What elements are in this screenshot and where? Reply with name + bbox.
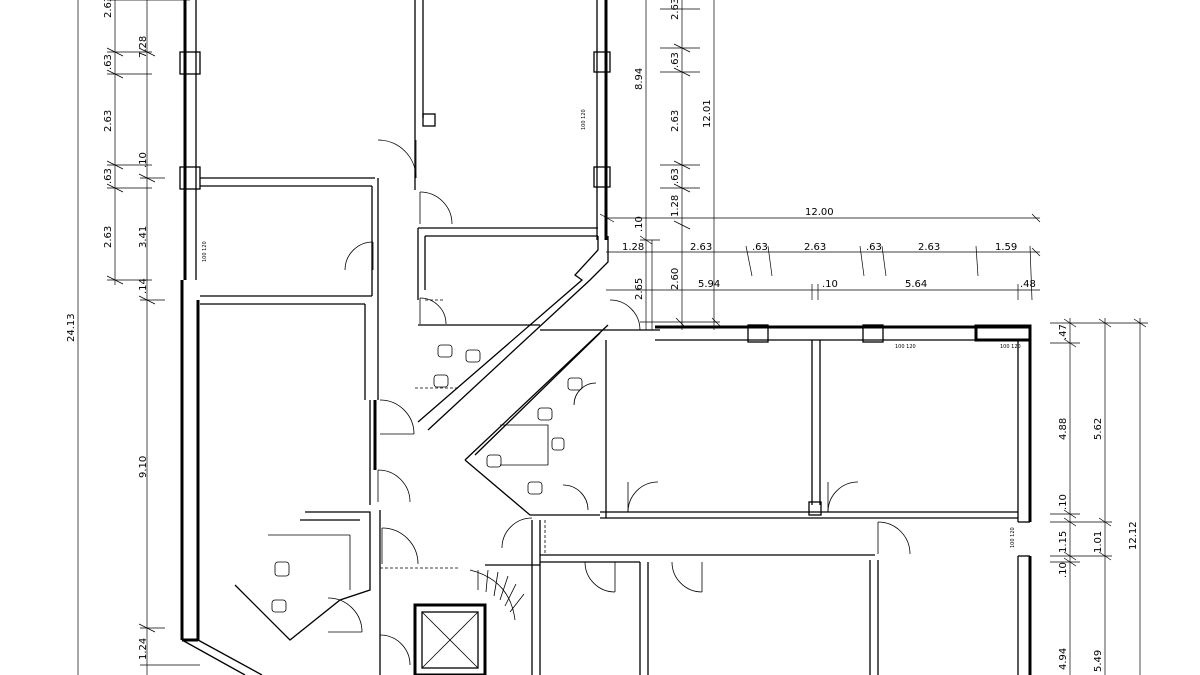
dim-label: 1.15 [1058, 531, 1069, 553]
dim-label: .10 [1058, 562, 1069, 578]
dim-label: .63 [670, 52, 681, 68]
middle-window-wall [593, 0, 611, 240]
dim-label: .10 [138, 152, 149, 168]
right-outer-wall [655, 324, 1032, 675]
window-tags: 100 120 100 120 100 120 100 120 100 120 [202, 109, 1021, 548]
dim-label: 8.94 [634, 68, 645, 90]
dim-label: 5.49 [1093, 650, 1104, 672]
window-tag: 100 120 [1000, 344, 1021, 350]
window-column [179, 51, 201, 75]
dim-label: 1.59 [995, 242, 1017, 253]
dim-label: 1.28 [622, 242, 644, 253]
dim-label: .63 [752, 242, 768, 253]
window-tag: 100 120 [895, 344, 916, 350]
dim-label: 2.63 [670, 110, 681, 132]
diagonal-corridor [417, 236, 660, 516]
door-swings [327, 139, 911, 666]
right-rooms [531, 340, 1018, 675]
dim-label: 2.60 [670, 268, 681, 290]
dim-label: .10 [1058, 494, 1069, 510]
right-dimension-lines [1050, 318, 1148, 675]
dim-label: .48 [1020, 279, 1036, 290]
dim-label: 4.94 [1058, 648, 1069, 670]
dim-label: 2.63 [690, 242, 712, 253]
dim-label: 2.65 [634, 278, 645, 300]
dimension-labels: 24.13 7.28 3.41 9.10 1.24 2.63 .63 2.63 … [66, 0, 1139, 672]
dim-label: 2.63 [670, 0, 681, 20]
dim-label: 1.01 [1093, 531, 1104, 553]
toilet-fixtures [268, 344, 583, 613]
dim-label: 5.94 [698, 279, 720, 290]
window-column [179, 166, 201, 190]
dim-label: .63 [103, 168, 114, 184]
dim-label: 2.63 [804, 242, 826, 253]
dim-label: .10 [822, 279, 838, 290]
window-tag: 100 120 [202, 241, 208, 262]
dim-label: .10 [634, 216, 645, 232]
left-outer-wall [179, 0, 263, 675]
dim-label: 3.41 [138, 226, 149, 248]
dim-label: 5.64 [905, 279, 927, 290]
dim-label: 9.10 [138, 456, 149, 478]
dim-label: .47 [1058, 324, 1069, 340]
wet-rooms [234, 299, 546, 675]
staircase [469, 569, 525, 621]
dim-total-height: 24.13 [66, 313, 77, 342]
dim-label: 2.63 [918, 242, 940, 253]
mid-dimension-lines [599, 0, 1041, 330]
dim-label: .63 [866, 242, 882, 253]
dim-label: 12.00 [805, 207, 834, 218]
dim-label: 12.01 [702, 99, 713, 128]
left-dimension-lines [77, 0, 200, 675]
dim-label: .63 [670, 168, 681, 184]
dim-label: .63 [103, 54, 114, 70]
dim-label: 1.24 [138, 638, 149, 660]
window-tag: 100 120 [1010, 527, 1016, 548]
dim-label: 2.63 [103, 0, 114, 18]
dim-label: 4.88 [1058, 418, 1069, 440]
dim-label: 7.28 [138, 36, 149, 58]
dim-label: 2.63 [103, 110, 114, 132]
dim-label: 12.12 [1128, 521, 1139, 550]
dim-label: 5.62 [1093, 418, 1104, 440]
window-tag: 100 120 [581, 109, 587, 130]
left-rooms [200, 0, 598, 400]
dim-label: 1.28 [670, 195, 681, 217]
dim-label: 2.63 [103, 226, 114, 248]
dim-label: .14 [138, 278, 149, 294]
